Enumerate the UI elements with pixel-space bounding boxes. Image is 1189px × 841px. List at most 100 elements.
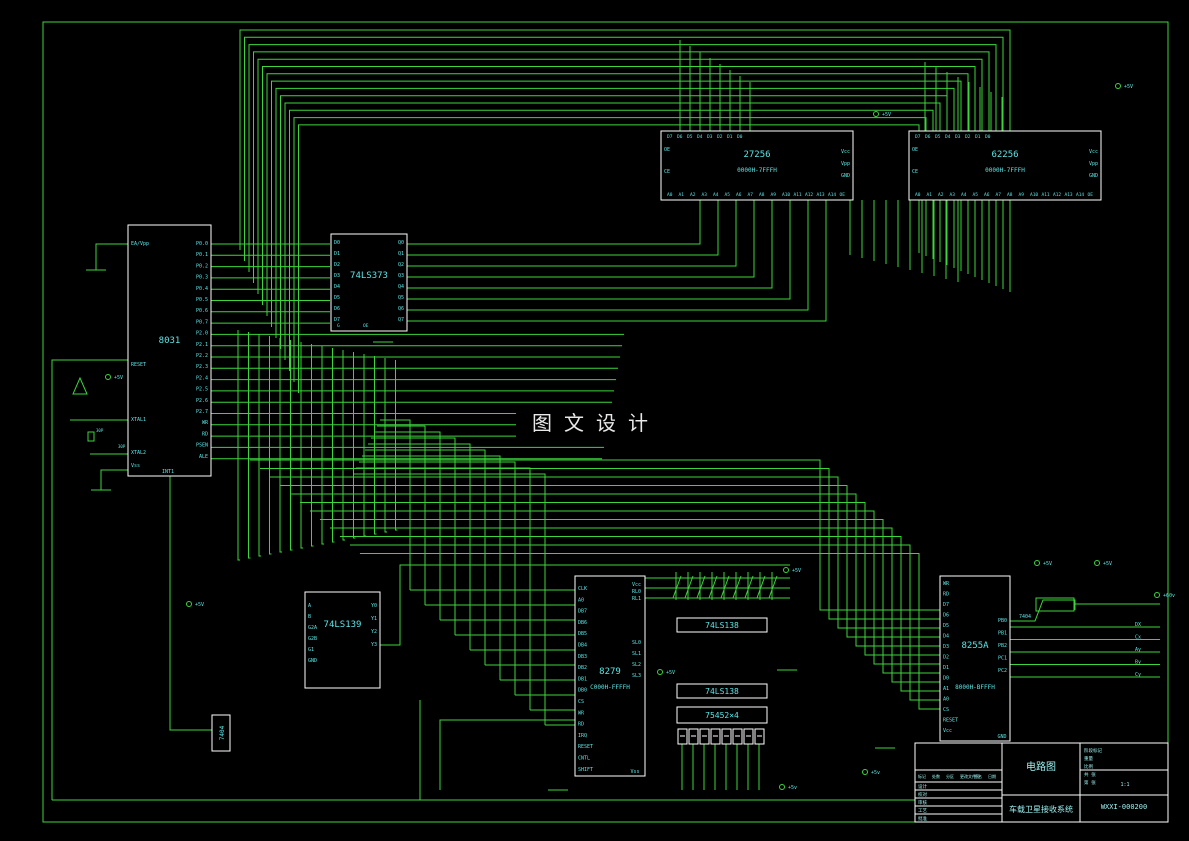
seven-seg-digit bbox=[688, 728, 699, 745]
pin-label: INT1 bbox=[162, 469, 174, 475]
pin-label: PB2 bbox=[998, 643, 1007, 649]
pin-label: WR bbox=[578, 710, 585, 716]
title-role: 设计 bbox=[918, 783, 927, 790]
pin-label: SL0 bbox=[632, 640, 641, 646]
supply-terminal bbox=[186, 601, 192, 607]
lower-bus-wire bbox=[237, 330, 240, 561]
pin-label: Vss bbox=[630, 769, 639, 775]
pin-label: P0.6 bbox=[196, 308, 208, 314]
pin-label: SHIFT bbox=[578, 767, 593, 773]
border-rect bbox=[42, 21, 1169, 823]
key-switch bbox=[708, 575, 718, 599]
pin-label: D7 bbox=[667, 134, 673, 140]
pin-label: A7 bbox=[996, 192, 1002, 198]
ppi-bus-wire bbox=[340, 536, 940, 692]
digit-outline bbox=[710, 728, 721, 745]
supply-terminal bbox=[105, 374, 111, 380]
pin-label: A0 bbox=[943, 697, 949, 703]
chip-name: 27256 bbox=[743, 150, 770, 160]
pin-label: DB3 bbox=[578, 654, 587, 660]
pin-label: Q2 bbox=[398, 262, 404, 268]
chip-kbd: 8279C000H-FFFFHCLKA0DB7DB6DB5DB4DB3DB2DB… bbox=[574, 575, 646, 777]
pin-label: PSEN bbox=[196, 443, 208, 449]
pin-label: B bbox=[308, 614, 311, 620]
pin-label: WR bbox=[202, 420, 209, 426]
pin-label: Q7 bbox=[398, 317, 404, 323]
lower-bus-wire bbox=[384, 358, 387, 533]
kbd-feed-wire bbox=[365, 449, 486, 665]
chip-body bbox=[574, 575, 646, 777]
pin-label: A14 bbox=[828, 192, 836, 198]
lower-bus-wire bbox=[258, 334, 261, 557]
chip-body bbox=[676, 706, 768, 724]
pin-label: A1 bbox=[679, 192, 685, 198]
chip-name: 74LS373 bbox=[350, 271, 388, 281]
pin-label: OE bbox=[664, 147, 670, 153]
pin-label: P2.0 bbox=[196, 331, 208, 337]
pin-label: DB1 bbox=[578, 676, 587, 682]
pin-label: SL3 bbox=[632, 673, 641, 679]
supply-label: +5V bbox=[1103, 561, 1112, 567]
seven-seg-digit bbox=[743, 728, 754, 745]
pin-label: A0 bbox=[578, 597, 584, 603]
pin-label: RL0 bbox=[632, 589, 641, 595]
title-drawing-type: 电路图 bbox=[1026, 760, 1056, 773]
supply-label: +5V bbox=[195, 602, 204, 608]
chip-body bbox=[211, 714, 231, 752]
supply-label: +5V bbox=[114, 375, 123, 381]
pin-label: D6 bbox=[925, 134, 931, 140]
supply-label: +5V bbox=[882, 112, 891, 118]
latch-output-wire bbox=[406, 198, 719, 256]
latch-output-wire bbox=[406, 198, 809, 311]
title-project: 车载卫星接收系统 bbox=[1009, 804, 1073, 814]
pin-label: Q3 bbox=[398, 273, 404, 279]
pin-label: A5 bbox=[973, 192, 979, 198]
pin-label: OE bbox=[363, 323, 369, 329]
pin-label: D1 bbox=[943, 665, 949, 671]
capacitor-label: 30P bbox=[96, 428, 104, 433]
supply-label: +5v bbox=[871, 770, 880, 776]
chip-name: 7404 bbox=[1019, 614, 1031, 620]
pin-label: RESET bbox=[578, 744, 593, 750]
int1-wire bbox=[169, 476, 212, 731]
chip-name: 74LS138 bbox=[705, 687, 739, 696]
pin-label: D0 bbox=[943, 676, 949, 682]
pin-label: Y2 bbox=[371, 629, 377, 635]
ppi-bus-wire bbox=[300, 502, 940, 656]
supply-label: +5V bbox=[792, 568, 801, 574]
supply-label: +5V bbox=[1124, 84, 1133, 90]
pin-label: D3 bbox=[943, 644, 949, 650]
chip-dec2: 74LS138 bbox=[676, 683, 768, 699]
pin-label: A13 bbox=[1065, 192, 1073, 198]
pin-label: Y0 bbox=[371, 603, 377, 609]
chip-inv2: 7404 bbox=[1019, 614, 1031, 620]
pin-label: DB4 bbox=[578, 643, 587, 649]
pin-label: A8 bbox=[1007, 192, 1013, 198]
pin-label: WR bbox=[943, 581, 950, 587]
title-drawing-no: WXXI-000200 bbox=[1101, 803, 1147, 811]
kbd-feed-wire bbox=[368, 443, 471, 650]
key-switch bbox=[756, 575, 766, 599]
pin-label: A12 bbox=[805, 192, 813, 198]
pin-label: OE bbox=[1088, 192, 1094, 198]
chip-body bbox=[676, 617, 768, 633]
chip-name: 8255A bbox=[961, 641, 989, 651]
lower-bus-wire bbox=[311, 344, 314, 547]
output-label: Ay bbox=[1135, 647, 1141, 653]
pin-label: G bbox=[337, 323, 340, 329]
digit-outline bbox=[732, 728, 743, 745]
pin-label: A1 bbox=[943, 686, 949, 692]
pin-label: Vss bbox=[131, 463, 140, 469]
pin-label: D4 bbox=[945, 134, 951, 140]
pin-label: P0.1 bbox=[196, 252, 208, 258]
seven-seg-digit bbox=[677, 728, 688, 745]
reset-diode bbox=[72, 376, 88, 395]
y-sel-wire bbox=[380, 564, 790, 646]
supply-ppi2: +5V bbox=[1094, 560, 1112, 567]
chip-name: 7404 bbox=[219, 725, 226, 740]
pin-label: P0.2 bbox=[196, 263, 208, 269]
pin-label: P0.7 bbox=[196, 319, 208, 325]
chip-body bbox=[304, 591, 381, 689]
chip-range: 8000H-BFFFH bbox=[955, 684, 995, 691]
pin-label: A9 bbox=[1019, 192, 1025, 198]
